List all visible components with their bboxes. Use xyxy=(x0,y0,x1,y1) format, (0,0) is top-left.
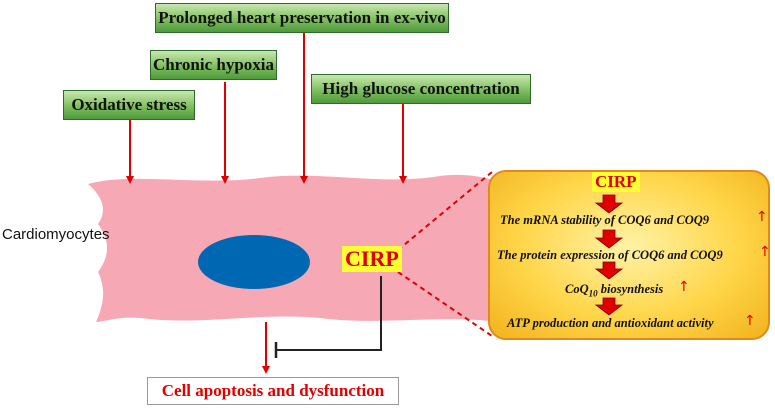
panel-down-arrow-2 xyxy=(594,229,624,249)
step-coq10-biosynthesis: CoQ10 biosynthesis xyxy=(565,282,663,299)
stressor-high-glucose: High glucose concentration xyxy=(311,74,531,104)
nucleus xyxy=(198,235,310,289)
mechanism-panel xyxy=(488,170,770,340)
step-mrna-stability: The mRNA stability of COQ6 and COQ9 xyxy=(500,213,710,227)
stressor-chronic-hypoxia: Chronic hypoxia xyxy=(150,50,277,80)
step-protein-expression: The protein expression of COQ6 and COQ9 xyxy=(497,248,723,262)
up-arrow-icon: ↑ xyxy=(756,209,768,225)
up-arrow-icon: ↑ xyxy=(744,313,756,329)
step-atp-production: ATP production and antioxidant activity xyxy=(507,316,714,330)
outcome-box: Cell apoptosis and dysfunction xyxy=(147,377,399,405)
stressor-prolonged-preservation: Prolonged heart preservation in ex-vivo xyxy=(155,3,449,33)
cardiomyocytes-label: Cardiomyocytes xyxy=(2,226,110,243)
panel-down-arrow-4 xyxy=(594,297,624,316)
cirp-inhibition-line xyxy=(276,276,382,351)
up-arrow-icon: ↑ xyxy=(678,279,690,295)
zoom-connector-top xyxy=(397,171,493,251)
coq-rest: biosynthesis xyxy=(597,282,664,296)
zoom-connector-bottom xyxy=(397,271,493,337)
panel-cirp-label: CIRP xyxy=(592,172,640,192)
stressor-oxidative-stress: Oxidative stress xyxy=(63,90,195,120)
cirp-label: CIRP xyxy=(342,246,402,272)
coq-subscript: 10 xyxy=(588,288,598,299)
panel-down-arrow-3 xyxy=(594,261,624,280)
panel-down-arrow-1 xyxy=(594,194,624,214)
coq-base: CoQ xyxy=(565,282,589,296)
up-arrow-icon: ↑ xyxy=(759,244,771,260)
